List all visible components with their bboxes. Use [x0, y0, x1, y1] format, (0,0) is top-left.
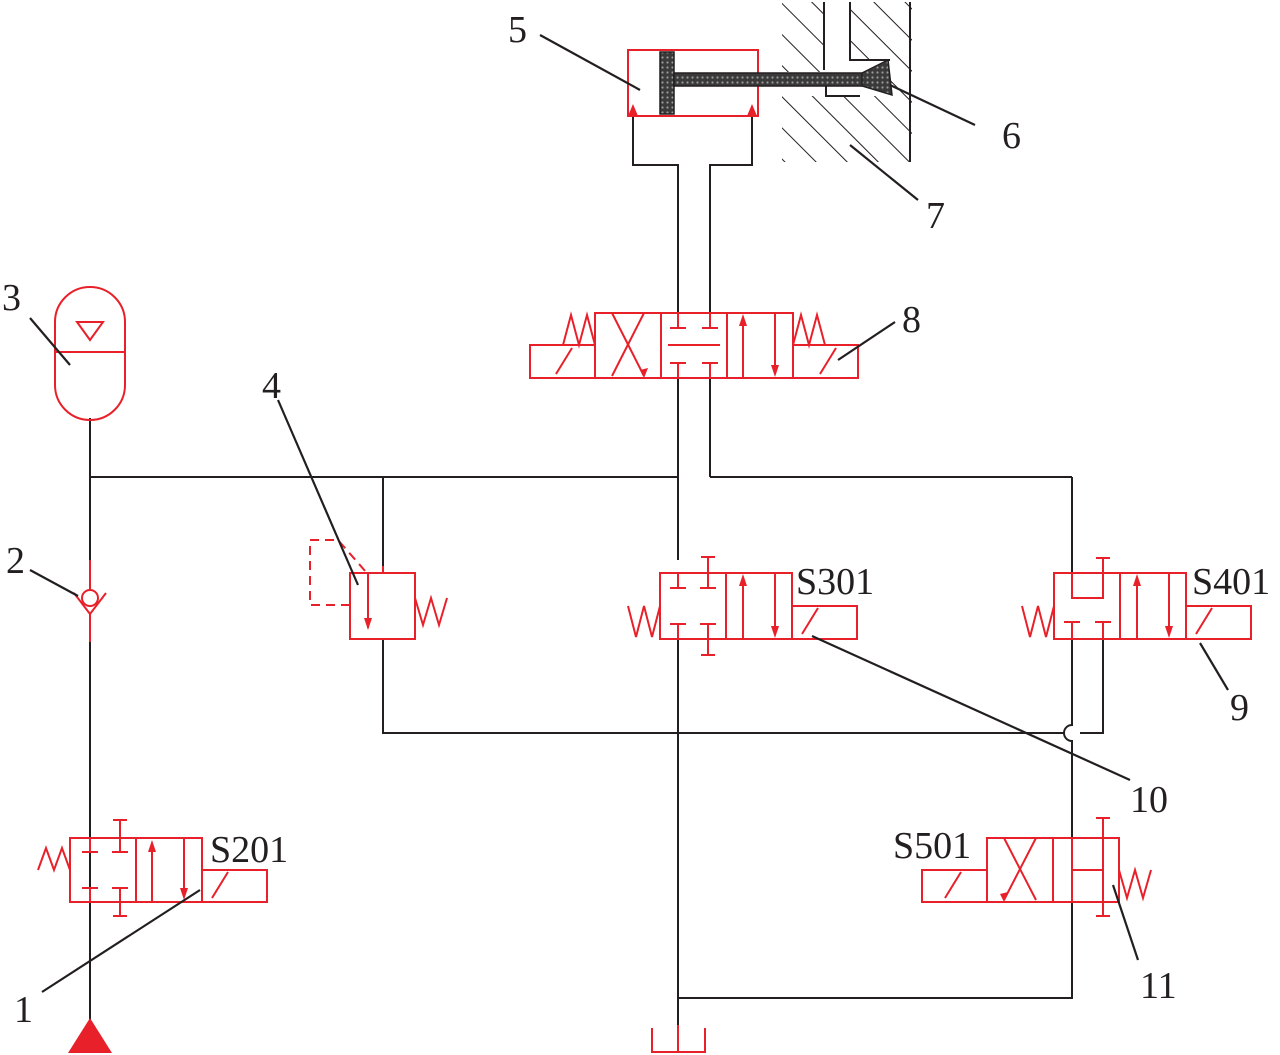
label-6: 6 [1002, 115, 1021, 157]
valve-s501 [921, 817, 1152, 917]
label-1: 1 [14, 989, 33, 1031]
valve-s201 [37, 819, 268, 917]
tank [651, 1025, 706, 1053]
label-2: 2 [6, 540, 25, 582]
labels: 5 6 7 3 8 4 2 S301 S401 9 10 S201 S501 1… [2, 9, 1270, 1031]
spring-icon [37, 845, 71, 873]
label-s301: S301 [796, 561, 874, 603]
triangle-pump-icon [68, 1018, 112, 1053]
pump [68, 1018, 112, 1053]
mold-wall [782, 2, 912, 162]
valve-s401 [1021, 557, 1252, 640]
valve-s301 [627, 556, 858, 656]
label-9: 9 [1230, 687, 1249, 729]
label-s201: S201 [210, 829, 288, 871]
check-valve-icon [81, 589, 99, 607]
label-5: 5 [508, 9, 527, 51]
label-8: 8 [902, 299, 921, 341]
label-11: 11 [1140, 965, 1177, 1007]
relief-valve [309, 539, 448, 640]
label-4: 4 [262, 365, 281, 407]
check-valve [73, 560, 107, 642]
accumulator-icon [54, 286, 126, 421]
accumulator [54, 286, 126, 421]
directional-valve-8 [529, 311, 859, 379]
label-s501: S501 [893, 825, 971, 867]
cylinder [627, 49, 893, 117]
label-10: 10 [1130, 779, 1168, 821]
label-3: 3 [2, 277, 21, 319]
label-s401: S401 [1192, 561, 1270, 603]
label-7: 7 [926, 195, 945, 237]
leader-lines [29, 34, 1229, 993]
